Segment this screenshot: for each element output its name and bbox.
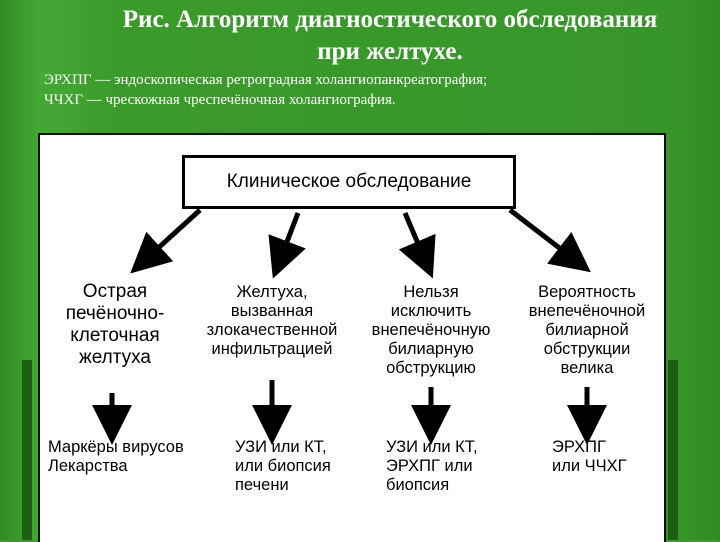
condition-line: исключить (390, 302, 472, 320)
root-node: Клиническое обследование (182, 155, 516, 209)
action-us-ct-liver-biopsy: УЗИ или КТ, или биопсия печени (235, 438, 365, 495)
action-line: ЭРХПГ или (386, 457, 473, 475)
action-line: Маркёры вирусов (48, 438, 184, 456)
condition-line: желтуха (78, 347, 151, 368)
decorative-bar (668, 360, 678, 540)
condition-line: печёночно- (65, 303, 165, 324)
flowchart-arrows (92, 208, 607, 445)
condition-obstruction-likely: Вероятность внепечёночной билиарной обст… (514, 283, 660, 378)
action-us-ct-erhpg-biopsy: УЗИ или КТ, ЭРХПГ или биопсия (386, 438, 516, 495)
slide-title: Рис. Алгоритм диагностического обследова… (60, 4, 720, 68)
action-line: или ЧЧХГ (552, 457, 627, 475)
condition-line: злокачественной (206, 321, 338, 339)
condition-cannot-exclude-obstruction: Нельзя исключить внепечёночную билиарную… (360, 283, 502, 378)
arrow-root-to-branch-2 (268, 212, 306, 279)
arrow-root-to-branch-3 (398, 212, 436, 279)
abbreviations: ЭРХПГ — эндоскопическая ретроградная хол… (44, 70, 714, 110)
condition-line: обструкцию (386, 359, 476, 377)
condition-line: Вероятность (538, 283, 636, 301)
action-line: ЭРХПГ (552, 438, 606, 456)
action-line: УЗИ или КТ, (386, 438, 478, 456)
arrow-root-to-branch-4 (508, 208, 591, 273)
condition-line: велика (560, 359, 614, 377)
condition-line: Желтуха, (236, 283, 308, 301)
abbreviation-erhpg: ЭРХПГ — эндоскопическая ретроградная хол… (44, 72, 488, 88)
title-line: Рис. Алгоритм диагностического обследова… (122, 6, 658, 33)
abbreviation-chchhg: ЧЧХГ — чрескожная чреспечёночная холанги… (44, 92, 396, 108)
condition-line: билиарную (388, 340, 474, 358)
condition-line: инфильтрацией (211, 340, 333, 358)
decorative-bar (22, 360, 32, 540)
condition-acute-hepatocellular: Острая печёночно- клеточная желтуха (50, 281, 180, 369)
action-line: или биопсия (235, 457, 331, 475)
flowchart: Клиническое обследование Острая печёночн… (38, 133, 666, 542)
condition-line: Нельзя (403, 283, 459, 301)
title-line: при желтухе. (317, 38, 463, 65)
action-virus-markers: Маркёры вирусов Лекарства (48, 438, 218, 476)
action-line: биопсия (386, 476, 450, 494)
action-erhpg-chchhg: ЭРХПГ или ЧЧХГ (552, 438, 652, 476)
condition-line: внепечёночной (528, 302, 646, 320)
condition-line: Острая (82, 281, 148, 302)
arrow-root-to-branch-1 (130, 208, 202, 274)
condition-line: билиарной (545, 321, 629, 339)
condition-line: клеточная (70, 325, 160, 346)
condition-line: обструкции (543, 340, 631, 358)
action-line: УЗИ или КТ, (235, 438, 327, 456)
action-line: печени (235, 476, 289, 494)
condition-line: внепечёночную (371, 321, 491, 339)
action-line: Лекарства (48, 457, 128, 475)
condition-line: вызванная (230, 302, 314, 320)
condition-malignant-infiltration: Желтуха, вызванная злокачественной инфил… (197, 283, 347, 359)
